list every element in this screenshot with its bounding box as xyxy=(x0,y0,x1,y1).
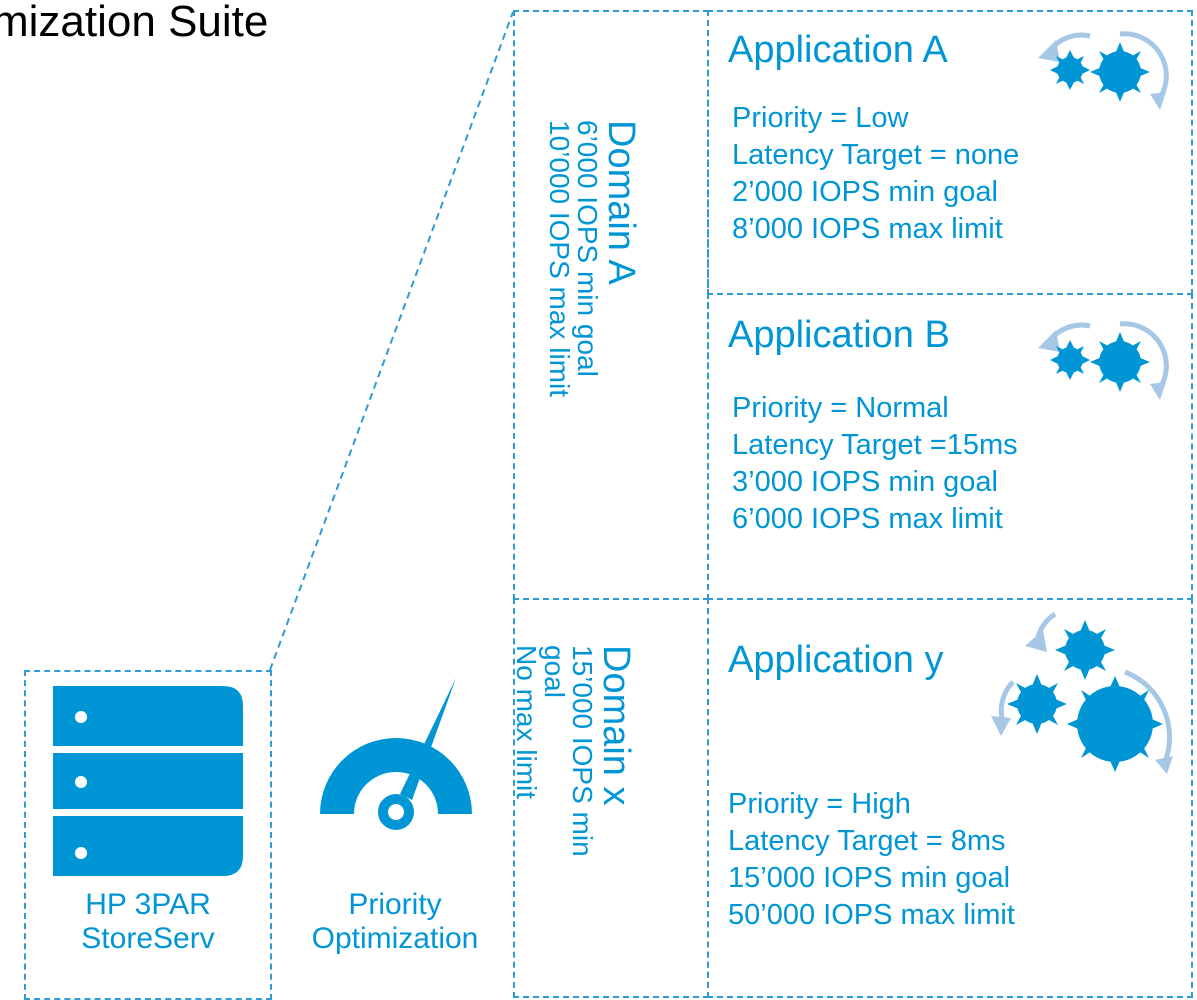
application-y-title: Application y xyxy=(728,639,944,681)
application-y-attr: 15’000 IOPS min goal xyxy=(728,862,1011,894)
domain-a-text: Domain A 6’000 IOPS min goal 10’000 IOPS… xyxy=(544,120,642,397)
storage-label: HP 3PAR StoreServ xyxy=(30,888,266,956)
domain-x-name: Domain x xyxy=(595,645,637,806)
application-y-attr: 50’000 IOPS max limit xyxy=(728,899,1015,931)
domain-x-line2: goal xyxy=(539,645,570,698)
application-b-attributes: Priority = Normal Latency Target =15ms 3… xyxy=(732,390,1018,538)
gears-icon xyxy=(991,612,1173,774)
domain-a-line2: 10’000 IOPS max limit xyxy=(544,120,575,397)
application-b-attr: 3’000 IOPS min goal xyxy=(732,466,998,498)
gears-icon xyxy=(1038,321,1169,400)
priority-label-line1: Priority xyxy=(348,888,442,921)
application-b-attr: Priority = Normal xyxy=(732,392,949,424)
gears-icon xyxy=(1038,31,1169,110)
storage-label-line1: HP 3PAR xyxy=(85,888,211,921)
priority-label: Priority Optimization xyxy=(285,888,505,956)
domain-x-text: Domain x 15’000 IOPS min goal No max lim… xyxy=(511,645,637,857)
application-a-attr: 2’000 IOPS min goal xyxy=(732,176,998,208)
speedometer-icon xyxy=(320,678,472,830)
application-b-attr: Latency Target =15ms xyxy=(732,429,1018,461)
server-stack-icon xyxy=(53,686,243,876)
application-y-attr: Latency Target = 8ms xyxy=(728,825,1006,857)
application-a-attr: 8’000 IOPS max limit xyxy=(732,213,1003,245)
domain-x-line3: No max limit xyxy=(511,645,542,800)
storage-label-line2: StoreServ xyxy=(81,922,215,955)
page-title: mization Suite xyxy=(0,0,269,46)
application-b-attr: 6’000 IOPS max limit xyxy=(732,503,1003,535)
domain-x-line1: 15’000 IOPS min xyxy=(567,645,598,857)
application-a-attr: Latency Target = none xyxy=(732,139,1020,171)
application-y-attr: Priority = High xyxy=(728,788,911,820)
application-b-title: Application B xyxy=(728,314,950,356)
domain-a-name: Domain A xyxy=(600,120,642,285)
application-a-attributes: Priority = Low Latency Target = none 2’0… xyxy=(732,100,1019,248)
application-a-title: Application A xyxy=(728,29,948,71)
application-y-attributes: Priority = High Latency Target = 8ms 15’… xyxy=(728,786,1015,934)
priority-label-line2: Optimization xyxy=(311,922,479,955)
application-a-attr: Priority = Low xyxy=(732,102,909,134)
domain-a-line1: 6’000 IOPS min goal xyxy=(572,120,603,377)
